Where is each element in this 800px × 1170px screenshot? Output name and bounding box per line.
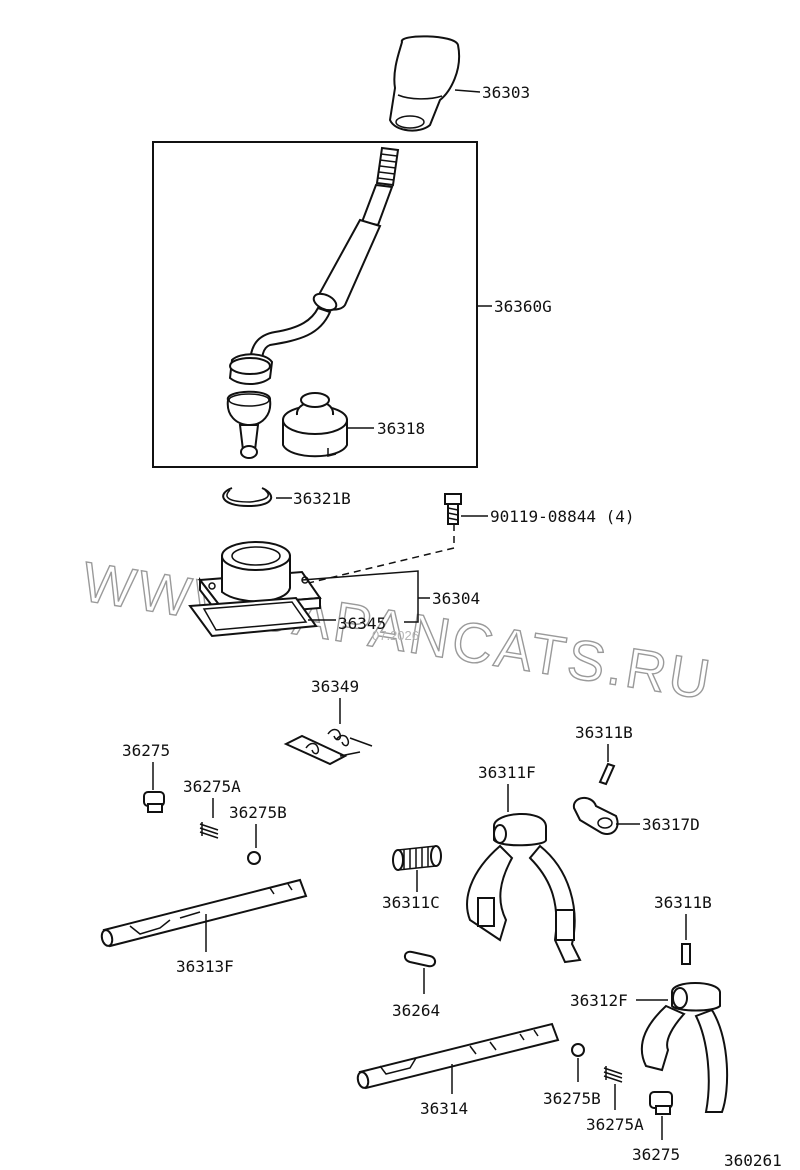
- snap-ring-part: [222, 487, 273, 508]
- shift-shaft-left-part: [100, 878, 308, 948]
- interlock-pin-part: [404, 950, 436, 968]
- shift-fork-top-part: [466, 813, 582, 964]
- leader-knob: [454, 89, 481, 93]
- label-shaft-left: 36313F: [176, 957, 234, 976]
- label-ball-right: 36275B: [543, 1089, 601, 1108]
- shift-head-part: [572, 797, 619, 835]
- shift-knob-part: [388, 35, 461, 132]
- spring-right-part: [603, 1066, 623, 1083]
- label-bolt: 90119-08844 (4): [490, 507, 635, 526]
- shift-boot-part: [282, 392, 348, 458]
- compression-spring-part: [392, 845, 442, 871]
- label-spring-left: 36275A: [183, 777, 241, 796]
- shift-fork-right-part: [640, 982, 729, 1113]
- label-lever-assy: 36360G: [494, 297, 552, 316]
- diagram-code: 360261: [724, 1151, 782, 1170]
- watermark-date: 07.2026: [372, 628, 419, 643]
- label-shaft-center: 36314: [420, 1099, 468, 1118]
- label-spring-right: 36275A: [586, 1115, 644, 1134]
- bolt-part: [444, 493, 462, 525]
- label-knob: 36303: [482, 83, 530, 102]
- label-boot: 36318: [377, 419, 425, 438]
- pin-right-part: [681, 943, 691, 965]
- label-plug-left: 36275: [122, 741, 170, 760]
- spring-set-part: [283, 728, 373, 766]
- label-gasket: 36345: [338, 614, 386, 633]
- label-fork-top: 36311F: [478, 763, 536, 782]
- ball-left-part: [247, 851, 261, 865]
- plug-left-part: [143, 791, 165, 813]
- label-spring-set: 36349: [311, 677, 359, 696]
- pin-top-part: [598, 762, 616, 786]
- label-fork-right: 36312F: [570, 991, 628, 1010]
- shift-shaft-center-part: [356, 1022, 560, 1090]
- leader-retainer: [301, 570, 430, 623]
- plug-right-part: [649, 1091, 673, 1115]
- label-plug-right: 36275: [632, 1145, 680, 1164]
- label-retainer: 36304: [432, 589, 480, 608]
- bolt-dashed-line: [295, 524, 455, 587]
- lever-assembly-box: [152, 141, 478, 468]
- label-compression-spring: 36311C: [382, 893, 440, 912]
- label-pin-right: 36311B: [654, 893, 712, 912]
- label-snap-ring: 36321B: [293, 489, 351, 508]
- label-head: 36317D: [642, 815, 700, 834]
- label-pin-top: 36311B: [575, 723, 633, 742]
- gasket-part: [188, 596, 318, 638]
- spring-left-part: [199, 822, 219, 839]
- shift-lever-part: [226, 146, 400, 459]
- label-ball-left: 36275B: [229, 803, 287, 822]
- label-interlock-pin: 36264: [392, 1001, 440, 1020]
- ball-right-part: [571, 1043, 585, 1057]
